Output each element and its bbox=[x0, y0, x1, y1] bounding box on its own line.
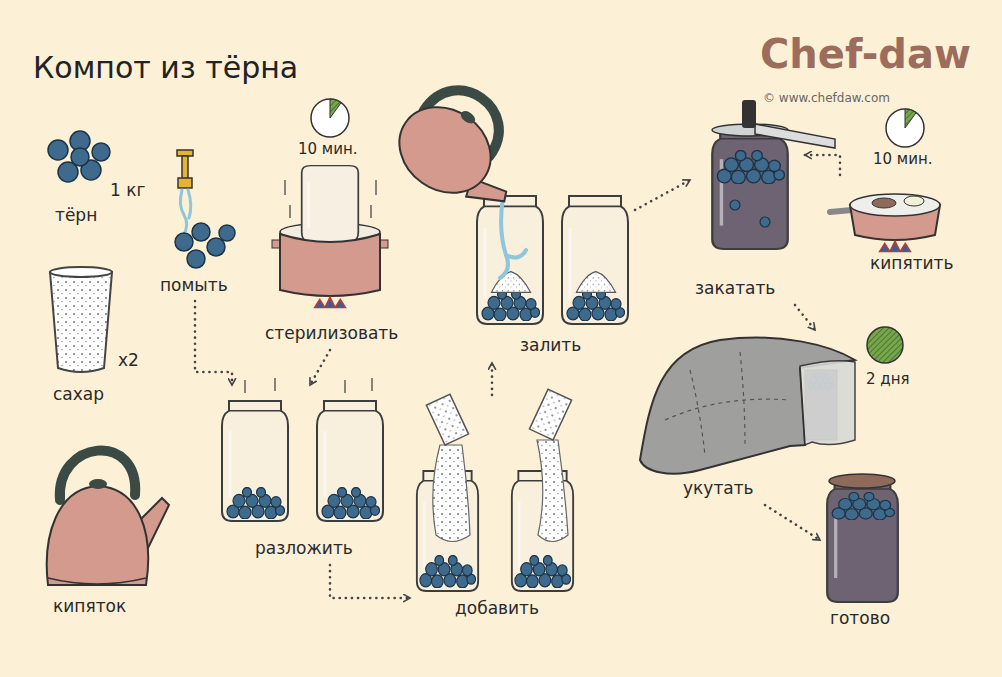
step-node: кипяток bbox=[35, 430, 170, 625]
quantity-label: 1 кг bbox=[110, 180, 145, 200]
step-node: добавить bbox=[410, 395, 580, 625]
step-caption: добавить bbox=[455, 598, 539, 618]
kettle bbox=[47, 450, 169, 585]
step-node: закатать bbox=[690, 115, 805, 305]
sealing-jar bbox=[712, 100, 835, 249]
pan-with-lids bbox=[830, 194, 940, 252]
dotted-arrow bbox=[310, 350, 330, 385]
ready-jar bbox=[827, 474, 898, 602]
step-caption: разложить bbox=[255, 538, 353, 558]
step-node: залить bbox=[418, 88, 635, 363]
step-caption: залить bbox=[520, 335, 581, 355]
step-caption: кипяток bbox=[53, 596, 126, 616]
sloe-berries bbox=[48, 131, 110, 182]
copyright-note: © www.chefdaw.com bbox=[763, 91, 890, 105]
step-node: тёрн 1 кг bbox=[40, 125, 155, 233]
step-node: укутать bbox=[635, 330, 865, 505]
timer-clock bbox=[311, 99, 349, 137]
timer-clock bbox=[886, 109, 924, 147]
jars-with-berries bbox=[222, 378, 383, 521]
step-node: помыть bbox=[155, 145, 235, 301]
dotted-arrow bbox=[195, 301, 232, 385]
dotted-arrow bbox=[330, 565, 410, 598]
step-node: сахар x2 bbox=[45, 262, 150, 408]
step-caption: стерилизовать bbox=[265, 323, 398, 343]
dotted-arrow bbox=[805, 155, 840, 175]
step-node: стерилизовать bbox=[262, 165, 414, 350]
pouring-kettle bbox=[383, 70, 628, 324]
step-node: разложить bbox=[215, 385, 390, 565]
step-node: кипятить bbox=[825, 175, 957, 280]
dotted-arrow bbox=[491, 363, 494, 395]
dotted-arrow bbox=[795, 305, 815, 330]
timer-label: 10 мин. bbox=[873, 150, 933, 168]
step-caption: помыть bbox=[160, 275, 228, 295]
dotted-arrow bbox=[765, 505, 820, 540]
quantity-label: x2 bbox=[118, 350, 139, 370]
step-caption: кипятить bbox=[870, 253, 954, 273]
recipe-title: Компот из тёрна bbox=[33, 50, 298, 86]
step-caption: тёрн bbox=[55, 205, 97, 225]
step-caption: закатать bbox=[695, 278, 775, 298]
sugar-glass bbox=[50, 267, 112, 372]
jars-add-sugar bbox=[417, 389, 573, 591]
step-caption: сахар bbox=[53, 384, 104, 404]
two-day-clock bbox=[867, 327, 903, 363]
blanket bbox=[640, 338, 855, 474]
dotted-arrow bbox=[635, 180, 690, 210]
brand-logo: Chef-daw bbox=[760, 30, 971, 78]
sterilizing-pot bbox=[272, 166, 388, 308]
timer-label: 10 мин. bbox=[298, 140, 358, 158]
step-caption: готово bbox=[830, 608, 890, 628]
step-caption: укутать bbox=[683, 478, 754, 498]
faucet bbox=[175, 150, 235, 268]
step-node: готово bbox=[820, 470, 905, 633]
timer-label: 2 дня bbox=[866, 370, 910, 388]
